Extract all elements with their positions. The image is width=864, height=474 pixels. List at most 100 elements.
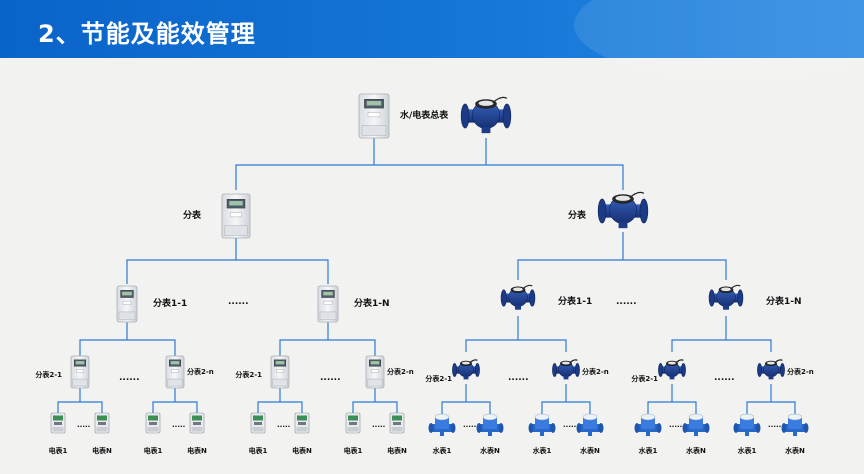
- connector-line: [517, 259, 727, 280]
- l3-label: 分表2-1: [235, 370, 262, 379]
- meter-nodes: [50, 93, 809, 436]
- small-electric-meter-icon: [145, 412, 161, 434]
- leaf-dots: .....: [563, 421, 576, 429]
- small-water-meter-icon: [781, 413, 809, 436]
- leaf-label: 电表1: [249, 446, 268, 455]
- header-bar: 2、节能及能效管理: [0, 0, 864, 80]
- leaf-dots: .....: [172, 421, 185, 429]
- small-water-meter-icon: [428, 413, 456, 436]
- leaf-dots: .....: [372, 421, 385, 429]
- connector-line: [126, 259, 329, 284]
- l3-water-meter-icon: [757, 359, 785, 380]
- leaf-label: 水表1: [639, 446, 658, 455]
- connector-line: [57, 401, 103, 414]
- leaf-label: 水表N: [580, 446, 600, 455]
- l2-label: 分表1-1: [558, 295, 592, 307]
- leaf-label: 电表N: [187, 446, 207, 455]
- small-electric-meter-icon: [250, 412, 266, 434]
- l3-water-meter-icon: [658, 359, 686, 380]
- l3-electric-meter-icon: [365, 355, 385, 389]
- leaf-dots: .....: [277, 421, 290, 429]
- small-electric-meter-icon: [50, 412, 66, 434]
- connector-line: [671, 339, 772, 352]
- l3-electric-meter-icon: [270, 355, 290, 389]
- connector-line: [486, 164, 624, 190]
- l3-label: 分表2-1: [631, 374, 658, 383]
- l3-ellipsis: ......: [320, 373, 341, 383]
- l3-water-meter-icon: [552, 359, 580, 380]
- connector-line: [152, 401, 198, 414]
- l3-ellipsis: ......: [508, 373, 529, 383]
- l3-label: 分表2-n: [787, 367, 814, 376]
- leaf-label: 水表1: [433, 446, 452, 455]
- l2-label: 分表1-N: [766, 295, 802, 307]
- leaf-label: 水表N: [785, 446, 805, 455]
- l1-right-label: 分表: [568, 209, 587, 221]
- small-electric-meter-icon: [389, 412, 405, 434]
- small-water-meter-icon: [476, 413, 504, 436]
- l3-label: 分表2-n: [582, 367, 609, 376]
- small-electric-meter-icon: [345, 412, 361, 434]
- leaf-label: 水表1: [738, 446, 757, 455]
- l2-electric-meter-icon: [116, 285, 138, 323]
- small-water-meter-icon: [634, 413, 662, 436]
- leaf-label: 电表N: [92, 446, 112, 455]
- connector-line: [746, 401, 796, 414]
- leaf-dots: .....: [669, 421, 682, 429]
- small-water-meter-icon: [576, 413, 604, 436]
- leaf-label: 水表N: [686, 446, 706, 455]
- connector-line: [465, 339, 567, 352]
- leaf-label: 电表1: [144, 446, 163, 455]
- l3-electric-meter-icon: [165, 355, 185, 389]
- leaf-label: 水表1: [533, 446, 552, 455]
- l3-ellipsis: ......: [119, 373, 140, 383]
- page-title: 2、节能及能效管理: [38, 20, 256, 48]
- connector-line: [541, 401, 591, 414]
- small-water-meter-icon: [528, 413, 556, 436]
- l2-ellipsis-left: ......: [228, 297, 249, 307]
- leaf-dots: .....: [768, 421, 781, 429]
- l2-electric-meter-icon: [317, 285, 339, 323]
- l1-electric-meter-icon: [221, 193, 251, 239]
- l3-electric-meter-icon: [70, 355, 90, 389]
- leaf-dots: .....: [77, 421, 90, 429]
- root-water-meter-icon: [460, 96, 512, 134]
- connector-line: [374, 138, 487, 166]
- l2-label: 分表1-N: [354, 297, 390, 309]
- connector-line: [352, 401, 398, 414]
- small-water-meter-icon: [733, 413, 761, 436]
- small-water-meter-icon: [682, 413, 710, 436]
- l3-label: 分表2-n: [187, 367, 214, 376]
- connector-line: [257, 401, 303, 414]
- small-electric-meter-icon: [189, 412, 205, 434]
- connector-line: [441, 401, 491, 414]
- l3-label: 分表2-1: [35, 370, 62, 379]
- l3-water-meter-icon: [452, 359, 480, 380]
- connector-line: [647, 401, 697, 414]
- small-electric-meter-icon: [94, 412, 110, 434]
- l2-label: 分表1-1: [153, 297, 187, 309]
- connector-line: [235, 138, 375, 190]
- l3-label: 分表2-n: [387, 367, 414, 376]
- connector-lines: [57, 138, 796, 414]
- connector-line: [79, 339, 176, 356]
- l3-ellipsis: ......: [714, 373, 735, 383]
- l1-left-label: 分表: [183, 209, 202, 221]
- root-label: 水/电表总表: [400, 109, 449, 121]
- leaf-label: 电表N: [292, 446, 312, 455]
- connector-line: [279, 339, 376, 356]
- root-electric-meter-icon: [358, 93, 390, 139]
- leaf-label: 水表N: [480, 446, 500, 455]
- leaf-label: 电表N: [387, 446, 407, 455]
- leaf-label: 电表1: [49, 446, 68, 455]
- leaf-label: 电表1: [344, 446, 363, 455]
- l3-label: 分表2-1: [425, 374, 452, 383]
- leaf-dots: .....: [463, 421, 476, 429]
- l2-water-meter-icon: [708, 284, 744, 310]
- l2-ellipsis-right: ......: [616, 297, 637, 307]
- small-electric-meter-icon: [294, 412, 310, 434]
- l1-water-meter-icon: [597, 191, 649, 229]
